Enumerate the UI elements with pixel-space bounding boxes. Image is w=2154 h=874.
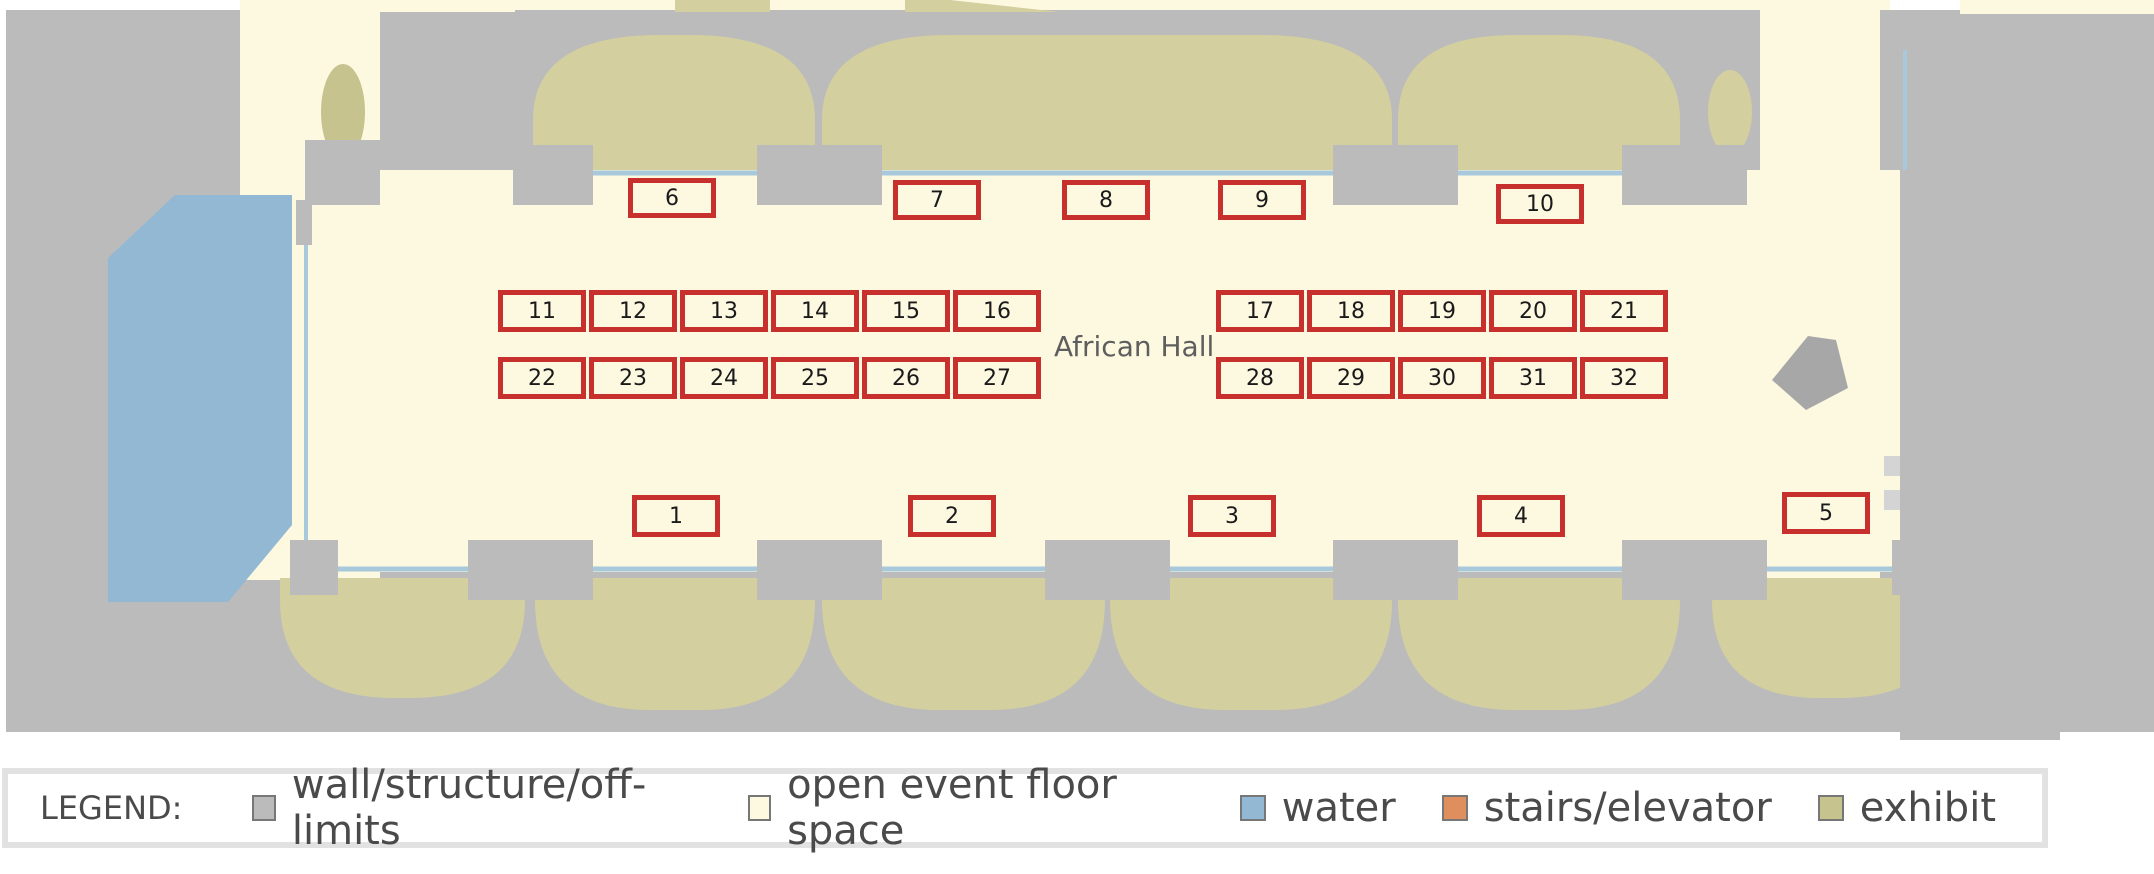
legend-title: LEGEND: <box>40 789 183 827</box>
booth-10: 10 <box>1496 184 1584 224</box>
exhibit-north-top-2 <box>905 0 1060 12</box>
booth-11: 11 <box>498 290 586 332</box>
legend-item-stairs: stairs/elevator <box>1441 785 1772 831</box>
exhibit-east-niche-1 <box>1708 70 1752 154</box>
exhibit-south-5 <box>1398 578 1680 710</box>
exhibit-north-3 <box>1398 35 1680 170</box>
column-north-1 <box>513 145 593 205</box>
legend-label-exhibit: exhibit <box>1859 785 1996 831</box>
legend-label-floor: open event floor space <box>787 762 1117 854</box>
booth-19: 19 <box>1398 290 1486 332</box>
booth-25: 25 <box>771 357 859 399</box>
booth-4: 4 <box>1477 495 1565 537</box>
booth-21: 21 <box>1580 290 1668 332</box>
booth-8: 8 <box>1062 180 1150 220</box>
column-north-4 <box>1622 145 1747 205</box>
column-south-1 <box>468 540 593 600</box>
column-north-3 <box>1333 145 1458 205</box>
column-south-5 <box>1622 540 1767 600</box>
legend-label-water: water <box>1281 785 1396 831</box>
booth-1: 1 <box>632 495 720 537</box>
booth-30: 30 <box>1398 357 1486 399</box>
column-south-3 <box>1045 540 1170 600</box>
floor-top-strip <box>240 0 1890 10</box>
booth-28: 28 <box>1216 357 1304 399</box>
exhibit-north-2 <box>822 35 1392 170</box>
exhibit-south-4 <box>1110 578 1392 710</box>
legend-item-water: water <box>1239 785 1396 831</box>
exhibit-north-top <box>675 0 770 12</box>
column-south-4 <box>1333 540 1458 600</box>
legend-item-wall: wall/structure/off-limits <box>252 762 701 854</box>
booth-20: 20 <box>1489 290 1577 332</box>
legend-swatch-floor <box>747 795 772 821</box>
booth-13: 13 <box>680 290 768 332</box>
legend-swatch-stairs <box>1441 795 1468 821</box>
wall-east <box>1900 40 2060 740</box>
booth-12: 12 <box>589 290 677 332</box>
legend-label-stairs: stairs/elevator <box>1483 785 1772 831</box>
column-south-2 <box>757 540 882 600</box>
fixture-marker-1 <box>1884 456 1900 476</box>
exhibit-west-niche <box>321 64 365 160</box>
fixture-marker-2 <box>1884 490 1900 510</box>
legend-swatch-wall <box>252 795 276 821</box>
booth-27: 27 <box>953 357 1041 399</box>
booth-2: 2 <box>908 495 996 537</box>
booth-26: 26 <box>862 357 950 399</box>
exhibit-south-1 <box>280 578 525 698</box>
booth-32: 32 <box>1580 357 1668 399</box>
east-corridor-floor <box>1760 0 1880 580</box>
wall-west-block <box>305 140 380 205</box>
wall-west-jamb <box>296 200 312 245</box>
booth-24: 24 <box>680 357 768 399</box>
exhibit-south-2 <box>535 578 815 710</box>
exhibit-south-6 <box>1712 578 1950 698</box>
booth-23: 23 <box>589 357 677 399</box>
info-kiosk-fixture <box>1772 336 1848 410</box>
booth-3: 3 <box>1188 495 1276 537</box>
booth-14: 14 <box>771 290 859 332</box>
booth-18: 18 <box>1307 290 1395 332</box>
legend-swatch-exhibit <box>1817 795 1844 821</box>
floor-top-strip-east <box>1960 0 2154 14</box>
booth-15: 15 <box>862 290 950 332</box>
hall-label: African Hall <box>1054 330 1215 363</box>
booth-29: 29 <box>1307 357 1395 399</box>
booth-22: 22 <box>498 357 586 399</box>
booth-17: 17 <box>1216 290 1304 332</box>
booth-6: 6 <box>628 178 716 218</box>
legend-label-wall: wall/structure/off-limits <box>291 762 647 854</box>
wall-southwest-block <box>290 540 338 595</box>
legend-swatch-water <box>1239 795 1266 821</box>
exhibit-south-3 <box>822 578 1105 710</box>
water-area <box>108 195 292 602</box>
column-north-2 <box>757 145 882 205</box>
legend: LEGEND: wall/structure/off-limits open e… <box>2 762 2048 854</box>
booth-9: 9 <box>1218 180 1306 220</box>
floor-west-strip <box>305 0 515 12</box>
legend-item-floor: open event floor space <box>747 762 1194 854</box>
booth-7: 7 <box>893 180 981 220</box>
booth-16: 16 <box>953 290 1041 332</box>
booth-31: 31 <box>1489 357 1577 399</box>
legend-item-exhibit: exhibit <box>1817 785 1996 831</box>
booth-5: 5 <box>1782 492 1870 534</box>
exhibit-north-1 <box>533 35 815 170</box>
